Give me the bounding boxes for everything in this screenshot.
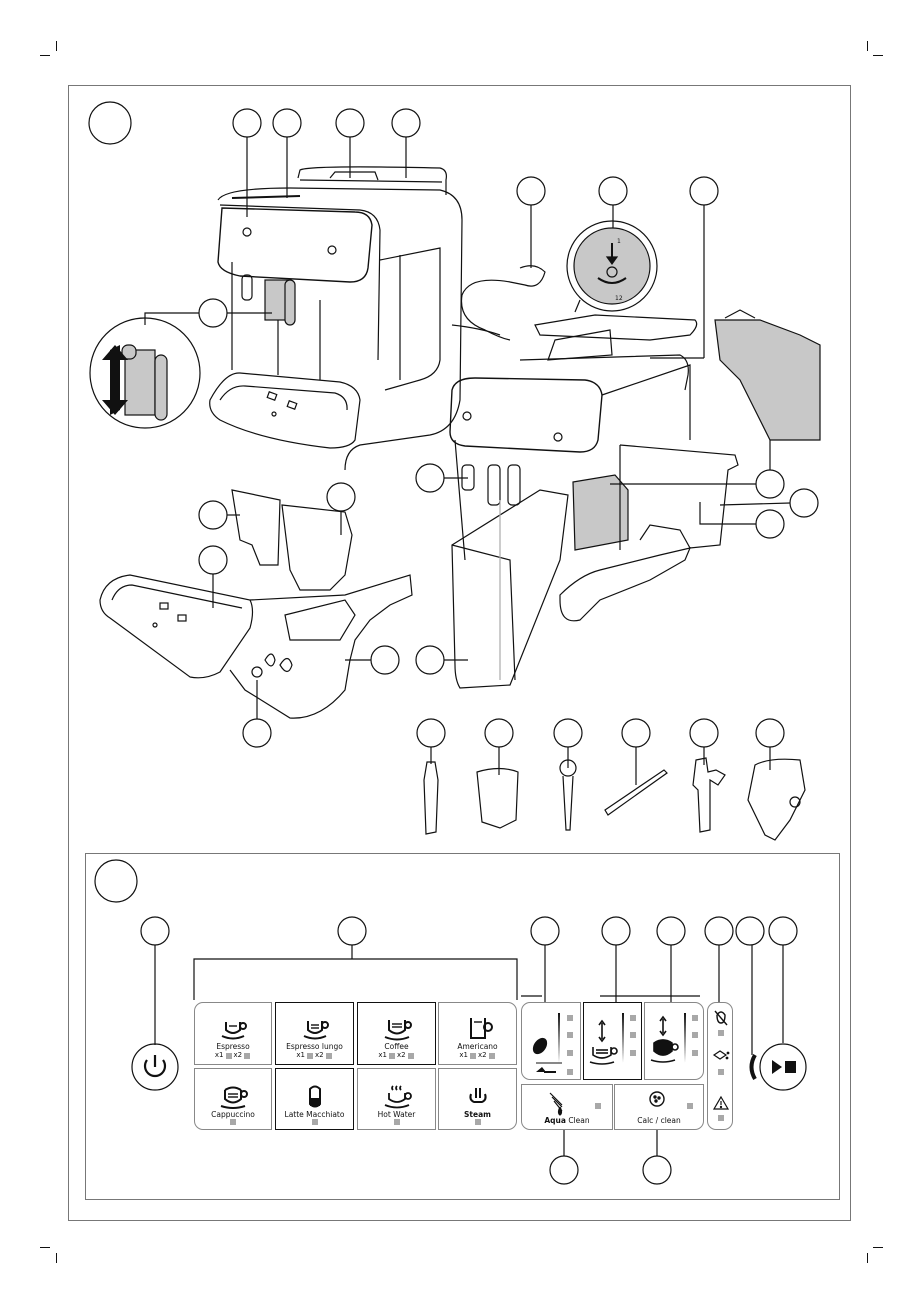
americano-button[interactable]: Americano x1 x2 — [438, 1002, 517, 1065]
milk-quantity-icon — [650, 1013, 698, 1063]
espresso-button[interactable]: Espresso x1 x2 — [194, 1002, 272, 1065]
aqua-clean-filter-icon — [549, 1092, 563, 1116]
led-indicator — [325, 1052, 332, 1059]
x1-label: x1 — [214, 1051, 224, 1059]
led-indicator — [393, 1119, 400, 1125]
clean-label: Clean — [565, 1116, 590, 1125]
x2-label: x2 — [478, 1051, 487, 1059]
led-indicator — [307, 1052, 313, 1059]
aqua-clean-indicator: Aqua Clean — [521, 1084, 613, 1130]
espresso-cup-icon — [216, 1016, 250, 1042]
led-indicator — [407, 1052, 414, 1059]
hot-water-button[interactable]: Hot Water — [357, 1068, 436, 1130]
led-indicator — [244, 1052, 251, 1059]
latte-glass-icon — [298, 1084, 332, 1110]
power-button[interactable] — [132, 1044, 178, 1090]
outer-frame — [68, 85, 851, 1221]
coffee-grounds-icon — [712, 1050, 730, 1060]
crop-mark-tl-v — [56, 41, 57, 51]
drink-label: Espresso lungo — [286, 1042, 343, 1051]
espresso-lungo-cup-icon — [298, 1016, 332, 1042]
crop-mark-tr-v — [867, 41, 868, 51]
drink-label: Cappuccino — [211, 1110, 255, 1119]
drink-label: Coffee — [384, 1042, 409, 1051]
steam-button[interactable]: Steam — [438, 1068, 517, 1130]
aqua-label: Aqua — [544, 1116, 566, 1125]
water-tank-empty-icon — [714, 1010, 728, 1026]
led-indicator — [230, 1119, 236, 1125]
led-indicator — [389, 1052, 395, 1059]
x2-label: x2 — [397, 1051, 406, 1059]
x1-label: x1 — [459, 1051, 468, 1059]
crop-mark-br-v — [867, 1253, 868, 1263]
led-indicator — [470, 1052, 476, 1059]
led-indicator — [474, 1119, 481, 1125]
aroma-strength-button[interactable] — [521, 1002, 581, 1080]
americano-mug-icon — [461, 1016, 495, 1042]
x1-label: x1 — [296, 1051, 305, 1059]
calc-clean-indicator: Calc / clean — [614, 1084, 704, 1130]
calc-clean-label: Calc / clean — [637, 1116, 681, 1125]
x1-label: x1 — [378, 1051, 387, 1059]
crop-mark-tr-h — [873, 55, 883, 56]
milk-quantity-button[interactable] — [644, 1002, 704, 1080]
coffee-button[interactable]: Coffee x1 x2 — [357, 1002, 436, 1065]
coffee-quantity-button[interactable] — [583, 1002, 642, 1080]
crop-mark-tl-h — [40, 55, 50, 56]
start-stop-button[interactable] — [760, 1044, 806, 1090]
espresso-lungo-button[interactable]: Espresso lungo x1 x2 — [275, 1002, 354, 1065]
drink-label: Hot Water — [377, 1110, 416, 1119]
drink-label: Latte Macchiato — [284, 1110, 345, 1119]
coffee-bean-icon — [532, 1037, 548, 1055]
coffee-quantity-icon — [589, 1013, 636, 1065]
latte-macchiato-button[interactable]: Latte Macchiato — [275, 1068, 354, 1130]
control-panel-frame — [85, 853, 840, 1200]
ground-coffee-scoop-icon — [536, 1067, 556, 1073]
x2-label: x2 — [315, 1051, 324, 1059]
calc-clean-icon — [649, 1091, 665, 1107]
x2-label: x2 — [233, 1051, 243, 1059]
crop-mark-br-h — [873, 1247, 883, 1248]
drink-label: Espresso — [216, 1042, 250, 1051]
coffee-cup-icon — [380, 1016, 414, 1042]
drink-label: Steam — [464, 1110, 491, 1119]
steam-icon — [461, 1084, 495, 1110]
hot-water-cup-icon — [380, 1084, 414, 1110]
led-indicator — [311, 1119, 318, 1125]
warning-icon — [712, 1095, 730, 1110]
led-indicator — [488, 1052, 495, 1059]
crop-mark-bl-v — [56, 1253, 57, 1263]
drink-label: Americano — [457, 1042, 498, 1051]
led-indicator — [225, 1052, 232, 1059]
cappuccino-button[interactable]: Cappuccino — [194, 1068, 272, 1130]
crop-mark-bl-h — [40, 1247, 50, 1248]
alert-indicators — [707, 1002, 733, 1130]
cappuccino-cup-icon — [216, 1084, 250, 1110]
